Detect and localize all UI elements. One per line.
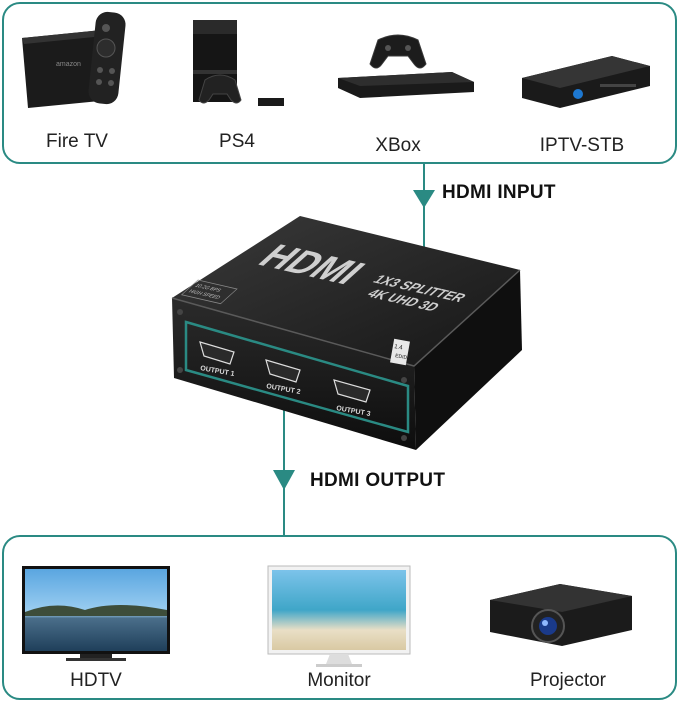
monitor-icon — [267, 565, 411, 667]
svg-text:amazon: amazon — [56, 61, 81, 68]
ps4-console-icon — [193, 20, 284, 106]
hdtv-icon — [22, 566, 170, 661]
splitter-spec-line1: 10.2G BPS — [193, 283, 222, 293]
set-top-box-icon — [522, 56, 650, 108]
device-label-ps4: PS4 — [219, 131, 255, 152]
hdmi-input-label: HDMI INPUT — [442, 182, 556, 203]
device-label-hdtv: HDTV — [70, 670, 122, 691]
edid-version-badge: 1.4 — [394, 344, 404, 351]
edid-label: EDID — [395, 353, 408, 361]
splitter-spec-line2: HIGH SPEED — [187, 289, 222, 300]
input-flow-arrow — [413, 164, 435, 255]
input-devices-panel — [2, 2, 677, 164]
xbox-console-icon — [338, 34, 474, 98]
edid-switch: 1.4 EDID — [390, 338, 410, 366]
device-label-xbox: XBox — [375, 135, 421, 156]
device-label-projector: Projector — [529, 670, 607, 691]
output-devices-panel — [2, 535, 677, 700]
device-label-monitor: Monitor — [307, 670, 371, 691]
fire-tv-icon: amazon — [22, 11, 126, 108]
projector-icon — [490, 584, 632, 646]
hdmi-splitter-device: HDMI 1X3 SPLITTER 4K UHD 3D 10.2G BPS HI… — [171, 216, 522, 450]
device-label-fire-tv: Fire TV — [46, 131, 108, 152]
hdmi-output-label: HDMI OUTPUT — [310, 470, 446, 491]
device-label-iptv-stb: IPTV-STB — [539, 135, 625, 156]
